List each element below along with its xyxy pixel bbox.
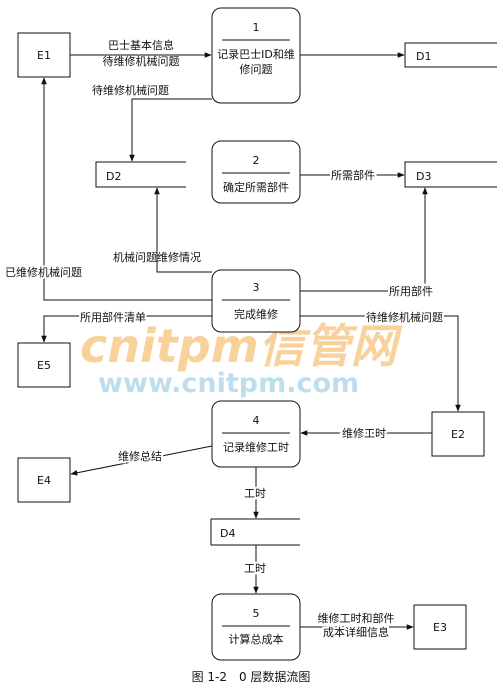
process-1-number: 1 (253, 21, 260, 34)
flow-p3-to-d3: 所用部件 (300, 187, 435, 300)
process-4-name: 记录维修工时 (223, 440, 289, 454)
store-d1-label: D1 (416, 50, 431, 63)
flow-p4-d4-label: 工时 (244, 487, 266, 500)
process-4: 4 记录维修工时 (211, 400, 301, 468)
flow-e1-p1-label-a: 巴士基本信息 (108, 38, 174, 52)
store-d2: D2 (95, 161, 186, 188)
process-2-name: 确定所需部件 (223, 180, 289, 194)
flow-p3-to-e1: 已维修机械问题 (3, 77, 212, 301)
flow-p3-d3-label: 所用部件 (389, 284, 433, 298)
entity-e5-label: E5 (37, 359, 51, 372)
store-d3-label: D3 (416, 170, 431, 183)
store-d2-label: D2 (106, 170, 121, 183)
flow-d4-to-p5: 工时 (242, 545, 268, 594)
flow-p3-e2-label: 待维修机械问题 (366, 310, 443, 324)
process-5-number: 5 (253, 607, 260, 620)
process-2-number: 2 (253, 154, 260, 167)
flow-p1-d2-label: 待维修机械问题 (92, 83, 169, 97)
flow-p5-e3-label-a: 维修工时和部件 (318, 611, 395, 625)
entity-e1: E1 (17, 32, 71, 78)
entity-e5: E5 (17, 342, 71, 388)
flow-p3-e1-label: 已维修机械问题 (5, 265, 82, 279)
watermark-url: www.cnitpm.com (98, 368, 359, 399)
process-5: 5 计算总成本 (211, 593, 301, 661)
flow-e2-p4-label: 维修工时 (342, 426, 386, 440)
flow-e1-p1-label-b: 待维修机械问题 (103, 54, 180, 68)
flow-p5-e3-label-b: 成本详细信息 (323, 625, 389, 639)
flow-p4-to-e4: 维修总结 (70, 445, 213, 476)
flow-p5-to-e3: 维修工时和部件 成本详细信息 (300, 609, 414, 641)
process-1-name-line2: 修问题 (240, 62, 273, 76)
flow-p3-e5-label: 所用部件清单 (80, 310, 146, 324)
flow-p3-to-d2: 机械问题维修情况 (113, 187, 212, 273)
flow-e2-to-p4: 维修工时 (300, 424, 432, 442)
process-5-name: 计算总成本 (229, 632, 284, 646)
entity-e4-label: E4 (37, 474, 51, 487)
entity-e2: E2 (431, 411, 485, 457)
flow-e1-to-p1: 巴士基本信息 待维修机械问题 (70, 38, 212, 68)
entity-e3-label: E3 (433, 621, 447, 634)
flow-p1-to-d2: 待维修机械问题 (92, 83, 212, 162)
entity-e2-label: E2 (451, 428, 465, 441)
process-2: 2 确定所需部件 (211, 140, 301, 204)
entity-e3: E3 (413, 604, 467, 650)
process-3-number: 3 (253, 281, 260, 294)
store-d1: D1 (404, 42, 497, 68)
flow-p3-to-e2: 待维修机械问题 (300, 308, 461, 412)
flow-p2-d3-label: 所需部件 (331, 168, 375, 182)
process-3: 3 完成维修 (211, 269, 301, 333)
flow-d4-p5-label: 工时 (244, 562, 266, 575)
flow-p4-to-d4: 工时 (242, 467, 268, 519)
entity-e4: E4 (17, 457, 71, 503)
process-4-number: 4 (253, 414, 260, 427)
store-d4-label: D4 (220, 527, 235, 540)
figure-caption: 图 1-2 0 层数据流图 (192, 669, 311, 684)
store-d4: D4 (210, 518, 300, 546)
entity-e1-label: E1 (37, 49, 51, 62)
process-3-name: 完成维修 (234, 307, 278, 321)
flow-p3-to-e5: 所用部件清单 (41, 308, 212, 343)
process-1-name-line1: 记录巴士ID和维 (217, 48, 295, 61)
flow-p3-d2-label: 机械问题维修情况 (113, 250, 201, 264)
flow-p2-to-d3: 所需部件 (300, 166, 405, 184)
flow-p4-e4-label: 维修总结 (118, 449, 162, 463)
process-1: 1 记录巴士ID和维 修问题 (211, 7, 301, 104)
store-d3: D3 (404, 161, 497, 188)
